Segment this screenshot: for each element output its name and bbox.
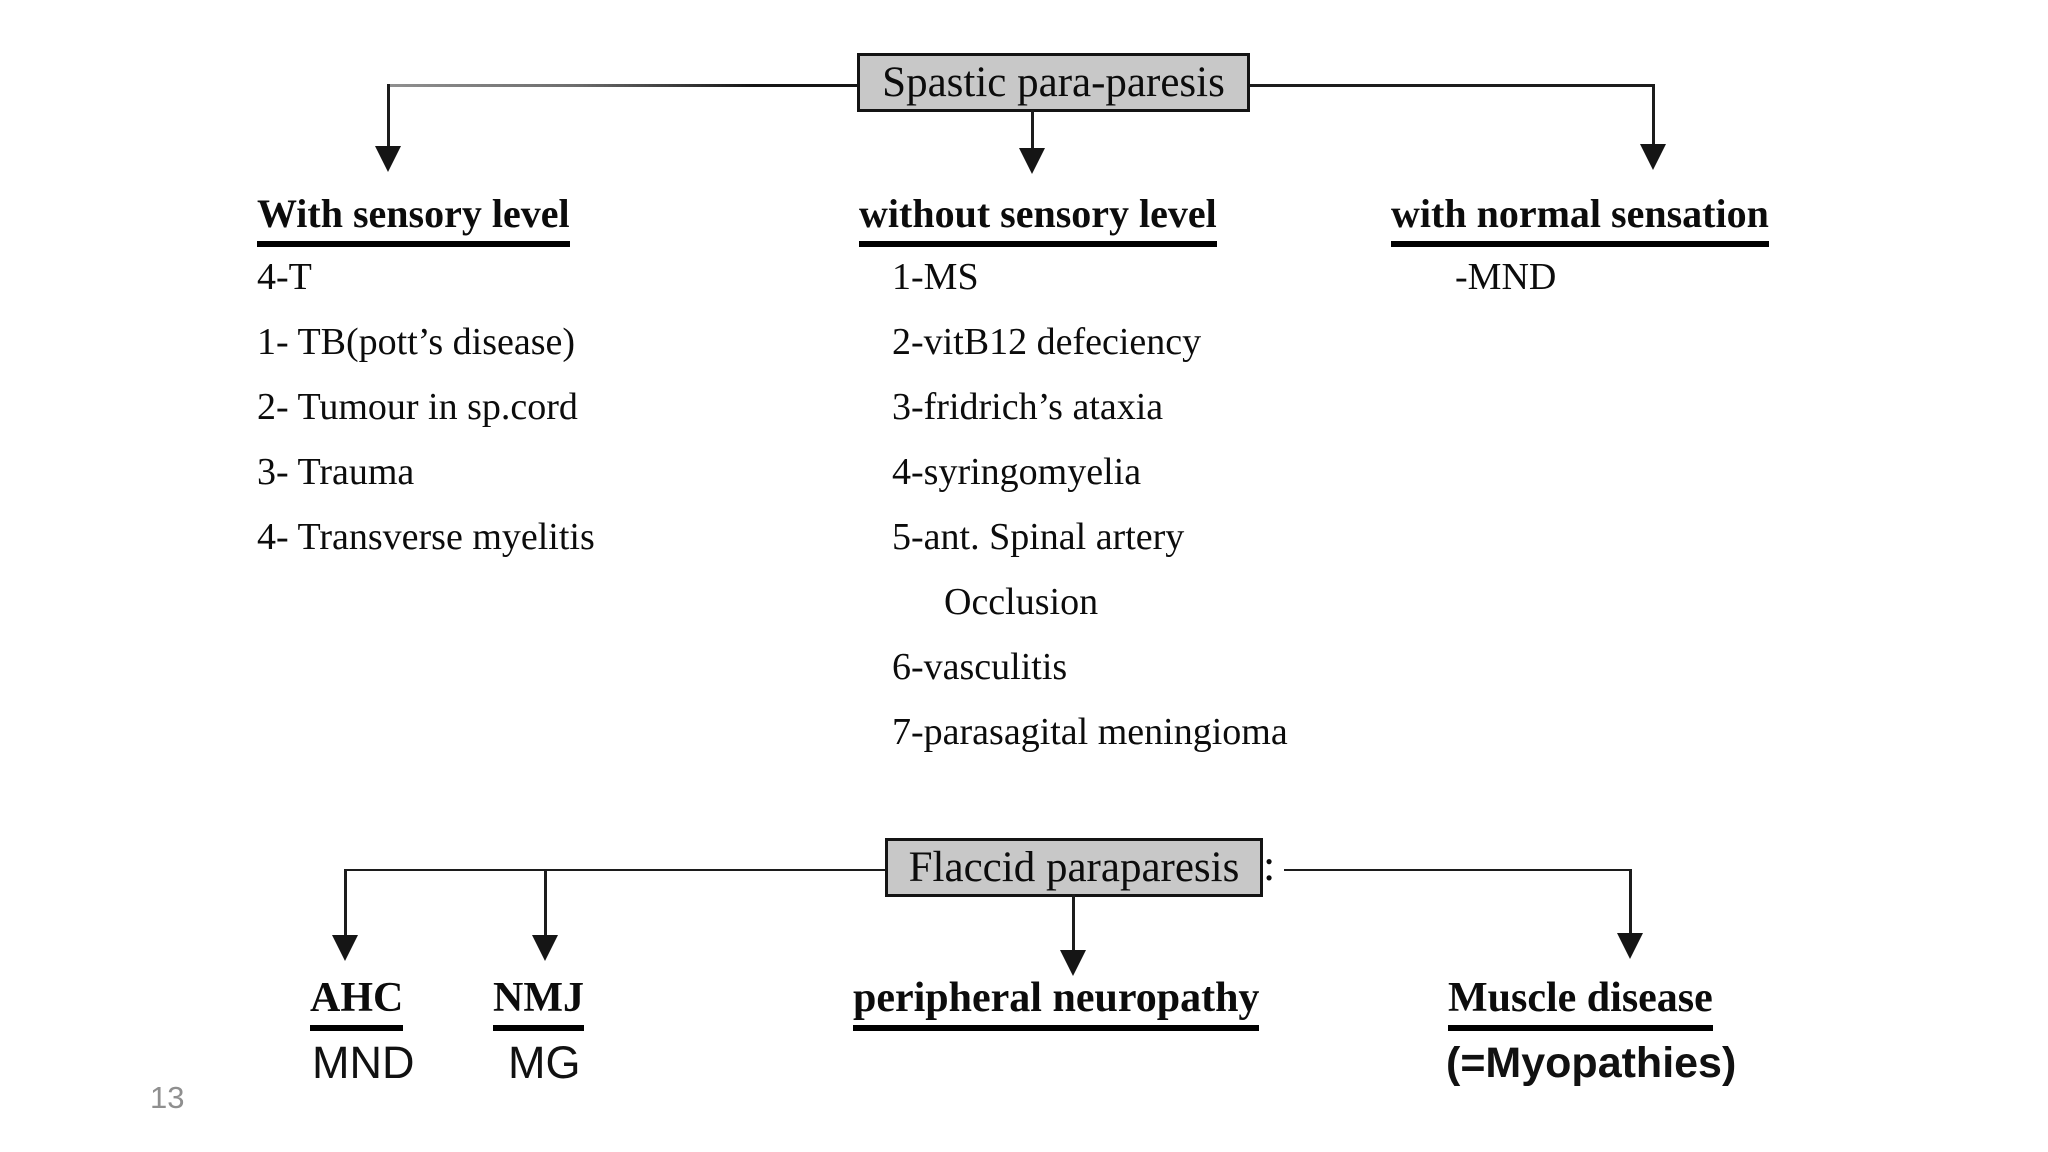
list-item: 6-vasculitis bbox=[892, 646, 1068, 688]
flaccid-colon: : bbox=[1263, 841, 1276, 890]
heading-with-sensory-level: With sensory level bbox=[257, 194, 570, 247]
connector-line bbox=[1284, 869, 1631, 871]
list-item: 2- Tumour in sp.cord bbox=[257, 386, 578, 428]
page-number: 13 bbox=[150, 1080, 185, 1115]
connector-line bbox=[1250, 84, 1654, 87]
arrow-down-icon bbox=[532, 935, 558, 961]
arrow-down-icon bbox=[1019, 148, 1045, 174]
connector-line bbox=[1652, 84, 1655, 146]
connector-line bbox=[344, 869, 347, 937]
with-normal-sensation-list: -MND bbox=[1455, 245, 1556, 310]
list-item: 4-syringomyelia bbox=[892, 451, 1142, 493]
connector-line bbox=[345, 869, 885, 871]
connector-line bbox=[388, 84, 857, 87]
heading-peripheral-neuropathy: peripheral neuropathy bbox=[853, 977, 1260, 1031]
list-item: -MND bbox=[1455, 256, 1557, 298]
heading-with-normal-sensation: with normal sensation bbox=[1391, 194, 1769, 247]
heading-ahc: AHC bbox=[310, 977, 404, 1031]
flaccid-paraparesis-node: Flaccid paraparesis bbox=[885, 838, 1263, 897]
list-item: 5-ant. Spinal artery bbox=[892, 516, 1185, 558]
list-item: 7-parasagital meningioma bbox=[892, 711, 1288, 753]
arrow-down-icon bbox=[375, 146, 401, 172]
spastic-paraparesis-node: Spastic para-paresis bbox=[857, 53, 1250, 112]
detail-mnd: MND bbox=[312, 1037, 415, 1088]
list-item: 4-T bbox=[257, 256, 312, 298]
list-item: 3- Trauma bbox=[257, 451, 415, 493]
connector-line bbox=[1072, 894, 1075, 952]
heading-nmj: NMJ bbox=[493, 977, 584, 1031]
heading-muscle-disease: Muscle disease bbox=[1448, 977, 1713, 1031]
list-item: 1- TB(pott’s disease) bbox=[257, 321, 576, 363]
detail-myopathies: (=Myopathies) bbox=[1446, 1039, 1737, 1087]
with-sensory-level-list: 4-T 1- TB(pott’s disease) 2- Tumour in s… bbox=[257, 245, 595, 570]
connector-line bbox=[544, 869, 547, 937]
list-item: Occlusion bbox=[944, 581, 1099, 623]
list-item: 2-vitB12 defeciency bbox=[892, 321, 1202, 363]
connector-line bbox=[1629, 869, 1632, 935]
connector-line bbox=[1031, 110, 1034, 150]
connector-line bbox=[387, 84, 390, 148]
list-item: 4- Transverse myelitis bbox=[257, 516, 595, 558]
arrow-down-icon bbox=[332, 935, 358, 961]
arrow-down-icon bbox=[1060, 950, 1086, 976]
arrow-down-icon bbox=[1617, 933, 1643, 959]
heading-without-sensory-level: without sensory level bbox=[859, 194, 1217, 247]
arrow-down-icon bbox=[1640, 144, 1666, 170]
list-item: 1-MS bbox=[892, 256, 979, 298]
list-item: 3-fridrich’s ataxia bbox=[892, 386, 1164, 428]
without-sensory-level-list: 1-MS 2-vitB12 defeciency 3-fridrich’s at… bbox=[892, 245, 1288, 765]
detail-mg: MG bbox=[508, 1037, 581, 1088]
